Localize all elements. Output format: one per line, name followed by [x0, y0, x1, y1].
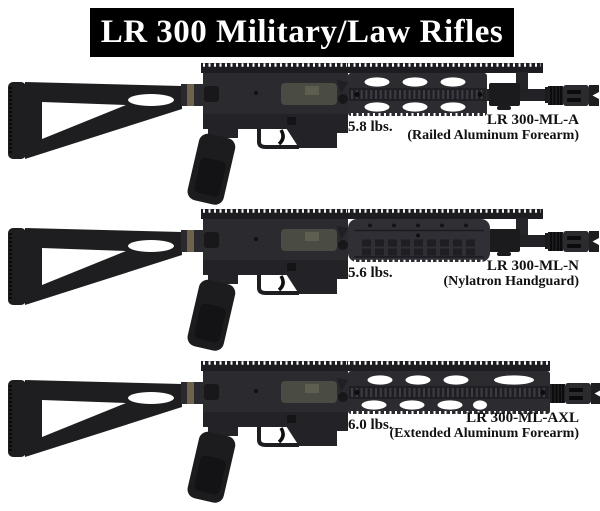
model-variant: (Nylatron Handguard) [443, 274, 579, 289]
receiver-group [183, 61, 350, 207]
nylatron-handguard-group [346, 217, 492, 264]
folding-stock-group [6, 378, 209, 459]
model-variant: (Extended Aluminum Forearm) [389, 426, 579, 441]
page-title: LR 300 Military/Law Rifles [100, 14, 504, 50]
barrel-group [487, 83, 553, 110]
folding-stock-group [6, 80, 209, 161]
model-caption: LR 300-ML-A (Railed Aluminum Forearm) [407, 112, 579, 144]
model-variant: (Railed Aluminum Forearm) [407, 128, 579, 143]
model-name: LR 300-ML-N [486, 258, 579, 274]
extended-aluminum-forearm-group [348, 361, 550, 414]
folding-stock-group [6, 226, 209, 307]
model-name: LR 300-ML-AXL [466, 410, 579, 426]
model-caption: LR 300-ML-AXL (Extended Aluminum Forearm… [389, 410, 579, 442]
title-banner: LR 300 Military/Law Rifles [90, 8, 514, 57]
rifle-row-lr300-ml-a: 5.8 lbs. LR 300-ML-A (Railed Aluminum Fo… [0, 55, 600, 207]
weight-label: 6.0 lbs. [348, 417, 393, 433]
flash-hider-group [547, 230, 600, 253]
barrel-group [487, 229, 553, 256]
receiver-group [183, 207, 350, 353]
rifle-row-lr300-ml-axl: 6.0 lbs. LR 300-ML-AXL (Extended Aluminu… [0, 353, 600, 505]
receiver-group [183, 359, 350, 505]
model-name: LR 300-ML-A [486, 112, 579, 128]
flash-hider-group [547, 84, 600, 107]
railed-aluminum-forearm-group [348, 73, 487, 116]
model-caption: LR 300-ML-N (Nylatron Handguard) [444, 258, 579, 290]
rifle-row-lr300-ml-n: 5.6 lbs. LR 300-ML-N (Nylatron Handguard… [0, 201, 600, 353]
weight-label: 5.6 lbs. [348, 265, 393, 281]
flash-hider-group [549, 382, 600, 405]
weight-label: 5.8 lbs. [348, 119, 393, 135]
